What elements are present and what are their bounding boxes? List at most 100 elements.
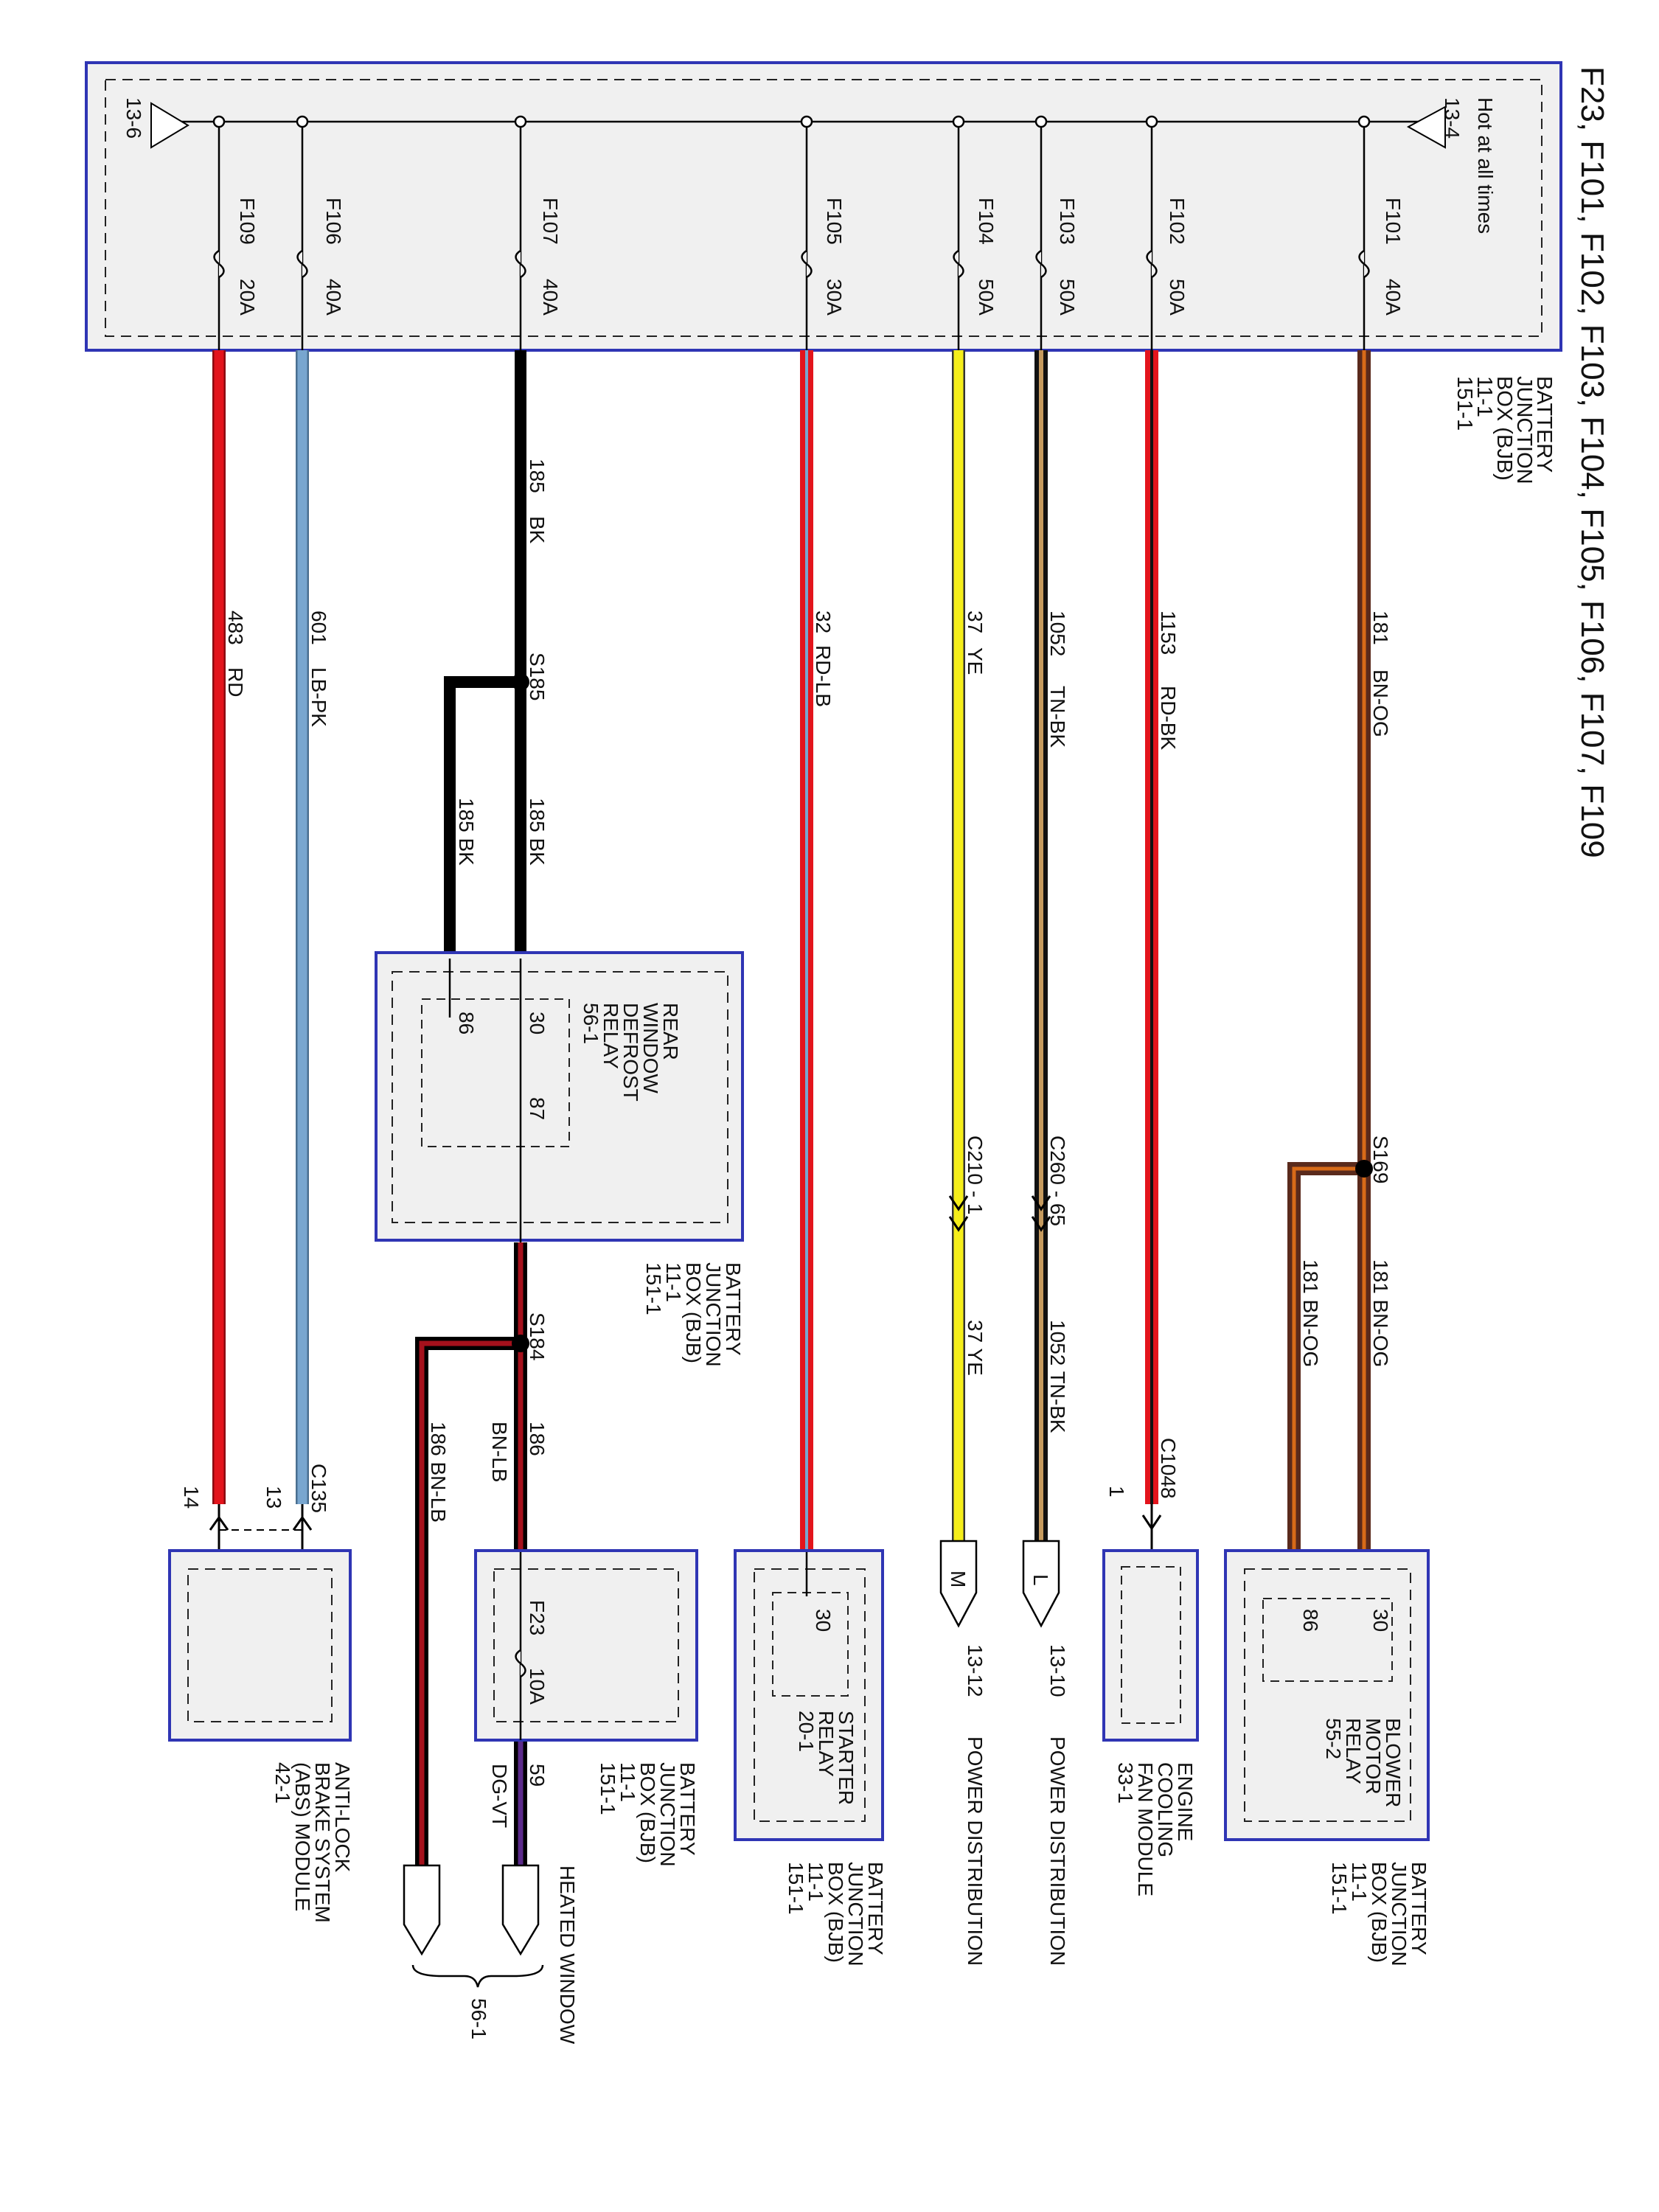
component-name-line: BRAKE SYSTEM <box>311 1762 334 1923</box>
fuse-rating: 10A <box>526 1668 549 1705</box>
bjb-hot-label: Hot at all times <box>1474 97 1497 234</box>
splice-s184 <box>512 1335 529 1352</box>
fuse-symbol <box>515 249 526 279</box>
fuse-id: F104 <box>975 198 998 245</box>
splice-branch-label: 181 BN-OG <box>1299 1259 1322 1367</box>
fuse-symbol <box>1146 249 1158 279</box>
fuse-rating: 40A <box>1382 279 1405 316</box>
connector-c210-wire: 37 YE <box>964 1320 987 1376</box>
bjb-name-line: 11-1 <box>804 1862 827 1902</box>
wire-label: 1153 <box>1157 611 1180 655</box>
wire-label: BK <box>526 516 549 544</box>
f23-fuse-box <box>474 1549 698 1742</box>
component-name-line: 33-1 <box>1114 1762 1137 1804</box>
blower-motor-relay <box>1224 1549 1430 1841</box>
bjb-name-line: 151-1 <box>1453 376 1476 431</box>
bjb-name-line: BATTERY <box>1408 1862 1430 1955</box>
rear-window-defrost-relay <box>375 951 744 1242</box>
connector-c135-pin: 14 <box>180 1486 203 1509</box>
bjb-name-line: 11-1 <box>1348 1862 1371 1902</box>
fuse-symbol <box>1035 249 1047 279</box>
bjb-name-line: 151-1 <box>785 1862 807 1915</box>
bjb-name-line: 11-1 <box>1472 376 1496 417</box>
fuse-id: F109 <box>236 198 259 245</box>
connector-c210: C210 - 1 <box>964 1135 987 1214</box>
component-name-line: BLOWER <box>1382 1718 1405 1807</box>
wire-label: 483 <box>224 611 247 645</box>
wire-181 <box>1287 350 1371 1552</box>
fuse-symbol <box>515 1649 526 1678</box>
component-name-line: STARTER <box>835 1711 858 1805</box>
splice-s185 <box>512 673 529 691</box>
splice-label: S184 <box>526 1312 549 1360</box>
wire-label: 37 <box>964 611 987 633</box>
fuse-symbol <box>1358 249 1370 279</box>
heated-window-connector <box>403 1864 441 1956</box>
wire-186 <box>415 1242 527 1865</box>
bjb-name-line: BATTERY <box>722 1262 745 1356</box>
splice-branch-label: 186 <box>526 1422 549 1456</box>
offpage-label: POWER DISTRIBUTION <box>1046 1736 1069 1966</box>
connector-c260-wire: 1052 TN-BK <box>1046 1320 1069 1433</box>
connector-c1048-pin: 1 <box>1105 1486 1128 1498</box>
wire-185 <box>444 350 526 959</box>
wire-label: 601 <box>307 611 330 645</box>
relay-pin: 30 <box>812 1609 835 1632</box>
wire-label: BN-OG <box>1369 669 1392 737</box>
relay-name-line: RELAY <box>599 1003 622 1069</box>
splice-branch-label: 185 BK <box>526 798 549 866</box>
page-title: F23, F101, F102, F103, F104, F105, F106,… <box>1574 66 1610 858</box>
wire-label: DG-VT <box>488 1764 511 1828</box>
heated-window-connector <box>501 1864 540 1956</box>
fuse-id: F105 <box>823 198 846 245</box>
offpage-ref: 13-10 <box>1046 1644 1069 1697</box>
bjb-name-line: BATTERY <box>864 1862 887 1955</box>
wire-label: TN-BK <box>1046 686 1069 748</box>
connector-c135: C135 <box>307 1464 330 1513</box>
fuse-symbol <box>801 249 813 279</box>
bjb-name-line: 151-1 <box>642 1262 665 1315</box>
component-name-line: 55-2 <box>1322 1718 1345 1759</box>
fuse-rating: 50A <box>1166 279 1189 316</box>
bjb-name-line: JUNCTION <box>1512 376 1536 484</box>
component-name-line: ENGINE <box>1174 1762 1197 1841</box>
fuse-symbol <box>953 249 964 279</box>
bjb-name-line: 151-1 <box>1328 1862 1351 1915</box>
component-name-line: ANTI-LOCK <box>331 1762 354 1873</box>
fuse-symbol <box>296 249 308 279</box>
component-name-line: RELAY <box>1342 1718 1365 1784</box>
bjb-ref-left: 13-4 <box>1441 97 1464 139</box>
splice-branch-label: 181 BN-OG <box>1369 1259 1392 1367</box>
splice-s169 <box>1355 1160 1373 1178</box>
fuse-id: F107 <box>539 198 562 245</box>
bjb-name-line: 151-1 <box>597 1762 619 1815</box>
wire-label: 32 <box>812 611 835 633</box>
component-name-line: FAN MODULE <box>1134 1762 1157 1896</box>
offpage-label: POWER DISTRIBUTION <box>964 1736 987 1966</box>
component-ref: 56-1 <box>467 1998 490 2039</box>
fuse-rating: 40A <box>322 279 345 316</box>
fuse-id: F23 <box>526 1600 549 1635</box>
bjb-name-line: BOX (BJB) <box>1368 1862 1391 1963</box>
bjb-name-line: JUNCTION <box>702 1262 725 1367</box>
offpage-letter: L <box>1029 1574 1052 1586</box>
bjb-name-line: BATTERY <box>1532 376 1556 473</box>
fuse-id: F106 <box>322 198 345 245</box>
bjb-top-box <box>85 61 1562 352</box>
fuse-rating: 40A <box>539 279 562 316</box>
brace <box>411 1964 544 1988</box>
splice-branch-label: BN-LB <box>488 1422 511 1482</box>
fuse-id: F102 <box>1166 198 1189 245</box>
connector-c260: C260 - 65 <box>1046 1135 1069 1226</box>
component-name-line: (ABS) MODULE <box>291 1762 314 1911</box>
wire-label: LB-PK <box>307 667 330 727</box>
offpage-connector-l <box>1022 1540 1060 1628</box>
component-name-line: COOLING <box>1154 1762 1177 1857</box>
relay-pin: 86 <box>455 1012 478 1034</box>
relay-name-line: REAR <box>659 1003 682 1060</box>
fuse-rating: 50A <box>1056 279 1079 316</box>
fuse-rating: 20A <box>236 279 259 316</box>
component-label: HEATED WINDOW <box>556 1865 579 2045</box>
offpage-ref: 13-12 <box>964 1644 987 1697</box>
